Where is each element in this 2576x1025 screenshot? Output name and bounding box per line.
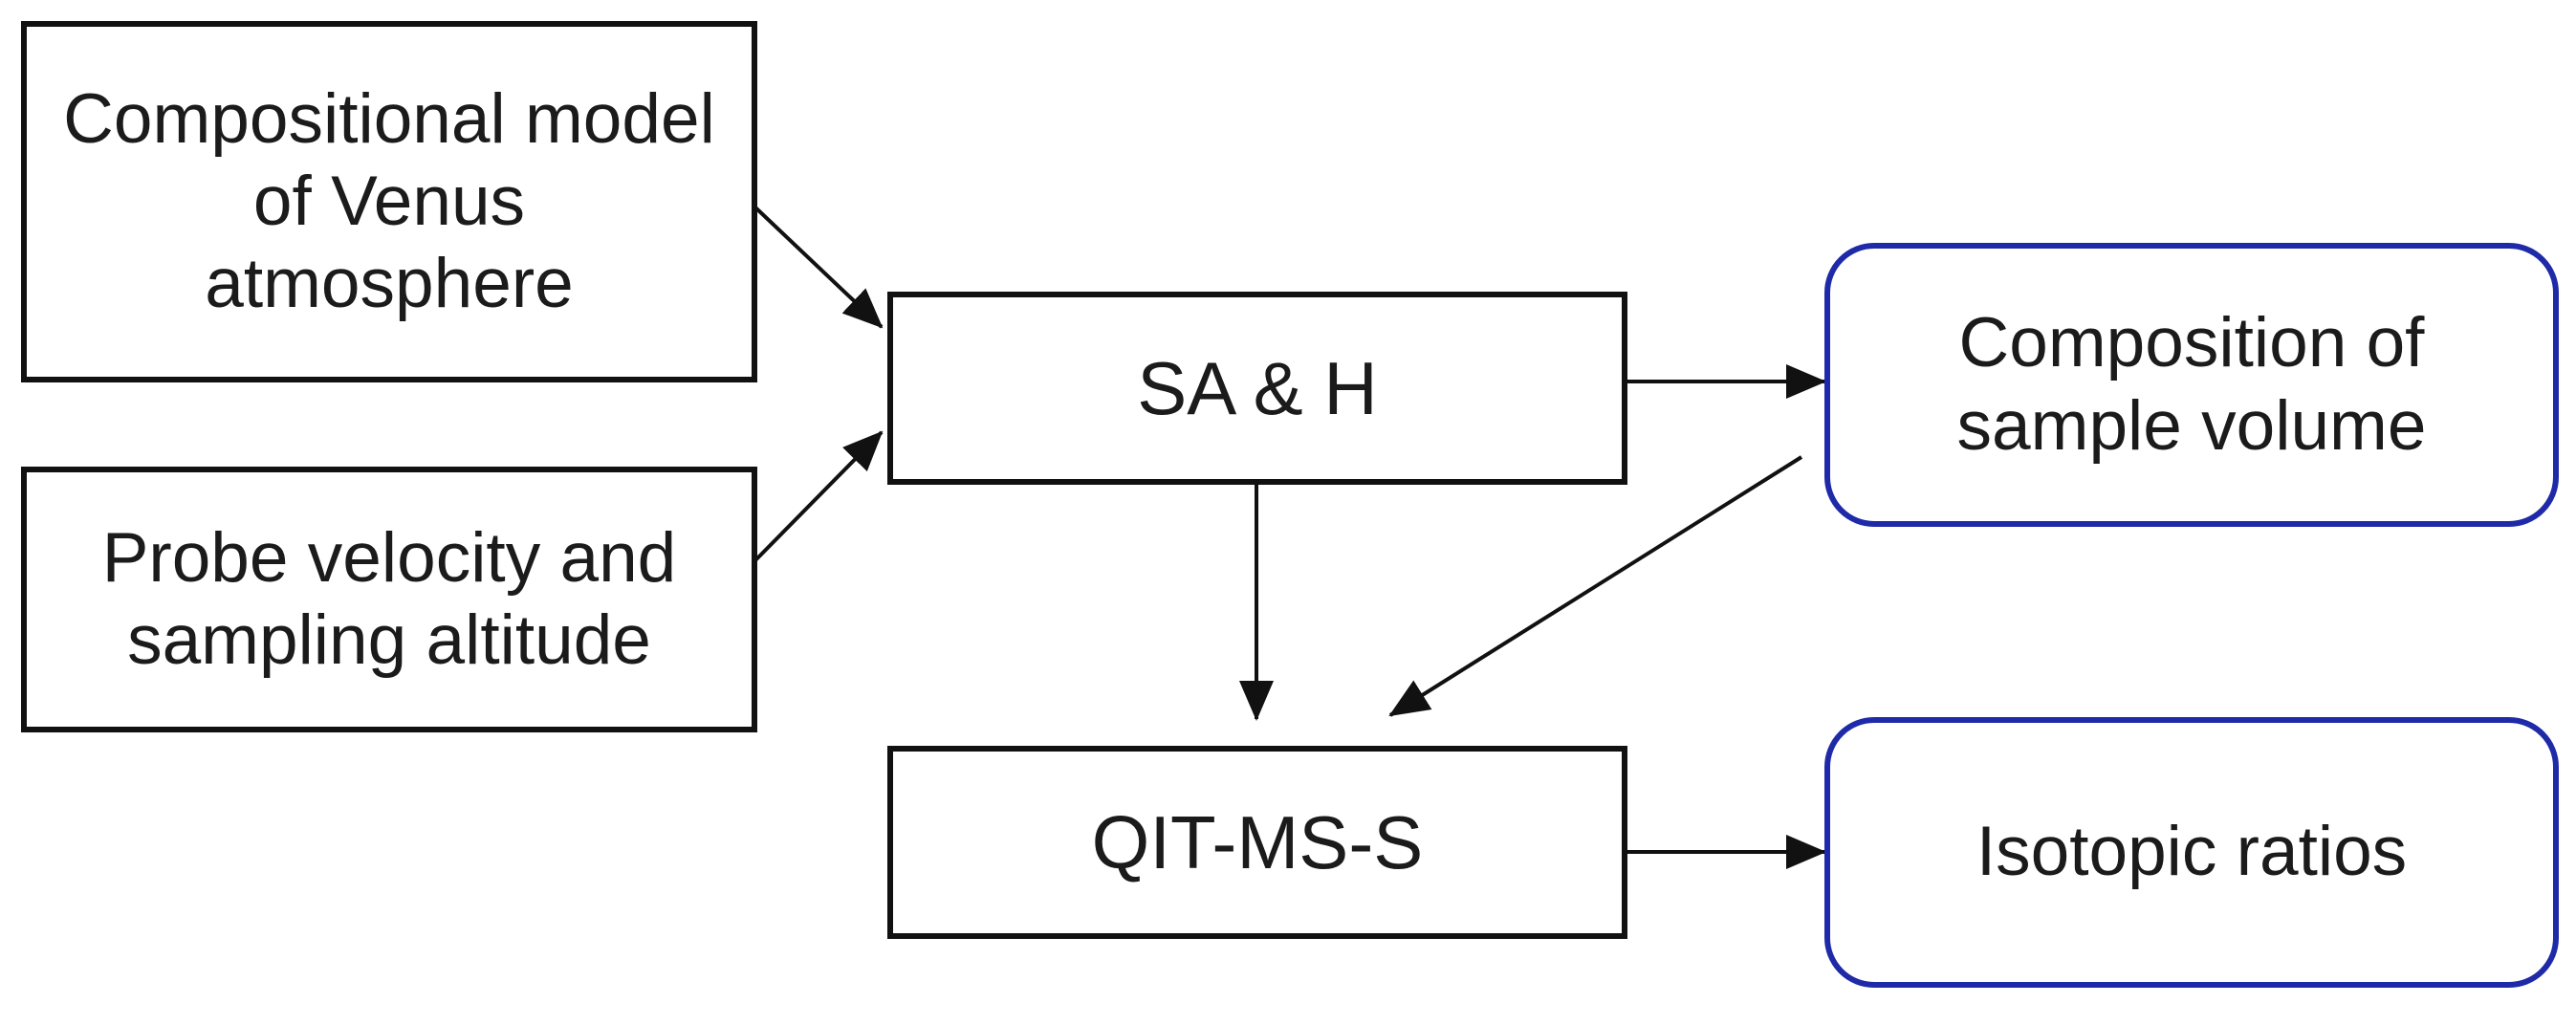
arrow-compositional-model-to-sa-h: [753, 206, 884, 329]
qit-ms-s-box: QIT-MS-S: [887, 746, 1627, 939]
qit-ms-s-label: QIT-MS-S: [1091, 799, 1424, 884]
isotopic-ratios-box: Isotopic ratios: [1824, 717, 2559, 988]
compositional-model-label: Compositional model of Venus atmosphere: [63, 79, 715, 323]
sa-h-label: SA & H: [1137, 345, 1378, 430]
sa-h-box: SA & H: [887, 292, 1627, 485]
probe-velocity-label: Probe velocity and sampling altitude: [101, 518, 677, 679]
compositional-model-box: Compositional model of Venus atmosphere: [21, 21, 757, 382]
arrow-probe-velocity-to-sa-h: [753, 430, 884, 562]
composition-sample-label: Composition of sample volume: [1956, 304, 2427, 465]
probe-velocity-box: Probe velocity and sampling altitude: [21, 467, 757, 732]
isotopic-ratios-label: Isotopic ratios: [1976, 813, 2408, 891]
arrow-composition-sample-to-qit-ms-s: [1388, 455, 1803, 717]
composition-sample-box: Composition of sample volume: [1824, 243, 2559, 527]
